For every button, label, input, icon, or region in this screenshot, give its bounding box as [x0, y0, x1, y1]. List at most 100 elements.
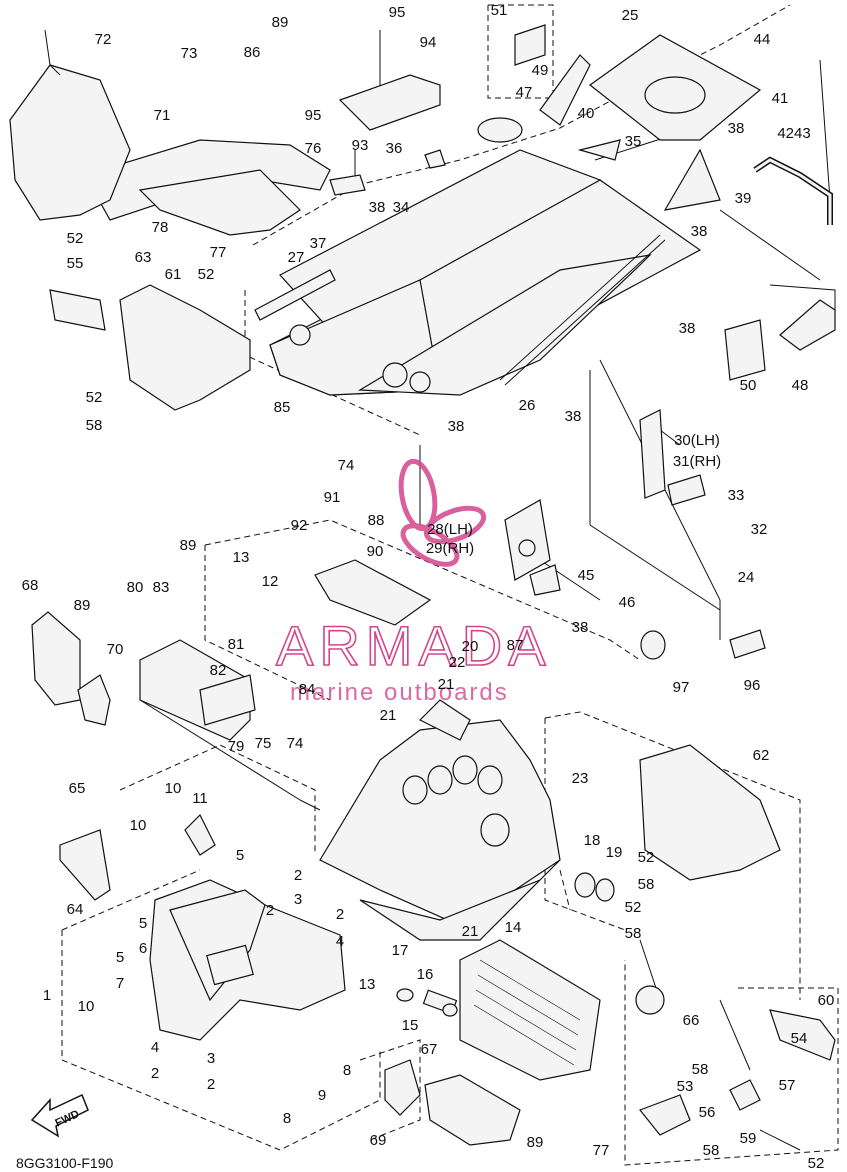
radiator-14: [459, 939, 601, 1081]
callout-87: 87: [507, 637, 524, 654]
callout-13b: 13: [359, 976, 376, 993]
callout-93: 93: [352, 137, 369, 154]
callout-52c: 52: [86, 389, 103, 406]
callout-23: 23: [572, 770, 589, 787]
callout-51: 51: [491, 2, 508, 19]
callout-5b: 5: [139, 915, 147, 932]
panel-90: [314, 559, 432, 626]
callout-89c: 89: [180, 537, 197, 554]
callout-52d: 52: [638, 849, 655, 866]
callout-58a: 58: [86, 417, 103, 434]
callout-68: 68: [22, 577, 39, 594]
callout-82: 82: [210, 662, 227, 679]
callout-74b: 74: [287, 735, 304, 752]
callout-55: 55: [67, 255, 84, 272]
callout-80: 80: [127, 579, 144, 596]
fwd-arrow: FWD: [30, 1093, 89, 1138]
upper-tunnel-frame: [269, 149, 702, 396]
callout-72: 72: [95, 31, 112, 48]
callout-45: 45: [578, 567, 595, 584]
callout-2e: 2: [207, 1076, 215, 1093]
side-panel-72: [9, 29, 131, 221]
callout-76: 76: [305, 140, 322, 157]
callout-75: 75: [255, 735, 272, 752]
callout-38f: 38: [448, 418, 465, 435]
callout-28: 28(LH): [427, 521, 473, 538]
callout-89d: 89: [527, 1134, 544, 1151]
callout-90: 90: [367, 543, 384, 560]
callout-44: 44: [754, 31, 771, 48]
callout-18: 18: [584, 832, 601, 849]
callout-95a: 95: [389, 4, 406, 21]
callout-34: 34: [393, 199, 410, 216]
callout-89b: 89: [74, 597, 91, 614]
callout-69: 69: [370, 1132, 387, 1149]
callout-5c: 5: [116, 949, 124, 966]
callout-58d: 58: [692, 1061, 709, 1078]
callout-10c: 10: [78, 998, 95, 1015]
callout-38g: 38: [572, 619, 589, 636]
callout-6: 6: [139, 940, 147, 957]
callout-4a: 4: [336, 933, 344, 950]
callout-86: 86: [244, 44, 261, 61]
callout-65: 65: [69, 780, 86, 797]
callout-7: 7: [116, 975, 124, 992]
callout-14: 14: [505, 919, 522, 936]
callout-5a: 5: [236, 847, 244, 864]
callout-60: 60: [818, 992, 835, 1009]
parts-lower-right: [574, 629, 836, 1136]
callout-78: 78: [152, 219, 169, 236]
bracket-30-31: [639, 409, 706, 506]
callout-11: 11: [192, 790, 208, 807]
callout-46: 46: [619, 594, 636, 611]
spacers-15-16-17: [396, 988, 458, 1017]
part-11: [184, 813, 216, 856]
armada-watermark: ARMADA marine outboards: [275, 458, 546, 706]
callout-47: 47: [516, 84, 533, 101]
callout-49: 49: [532, 62, 549, 79]
parts-67-69: [384, 1059, 521, 1146]
callout-2c: 2: [336, 906, 344, 923]
callout-85: 85: [274, 399, 291, 416]
callout-38c: 38: [691, 223, 708, 240]
callout-88: 88: [368, 512, 385, 529]
callout-66: 66: [683, 1012, 700, 1029]
callout-20: 20: [462, 638, 479, 655]
callout-12: 12: [262, 573, 279, 590]
callout-63: 63: [135, 249, 152, 266]
callout-4b: 4: [151, 1039, 159, 1056]
callout-31: 31(RH): [673, 453, 721, 470]
callout-15: 15: [402, 1017, 419, 1034]
callout-94: 94: [420, 34, 437, 51]
callout-71: 71: [154, 107, 171, 124]
callout-38d: 38: [679, 320, 696, 337]
bracket-28-29: [504, 499, 561, 596]
callout-40: 40: [578, 105, 595, 122]
callout-39: 39: [735, 190, 752, 207]
callout-17: 17: [392, 942, 409, 959]
callout-30: 30(LH): [674, 432, 720, 449]
callout-3a: 3: [294, 891, 302, 908]
parts-68-70-64: [31, 611, 111, 901]
callout-54: 54: [791, 1030, 808, 1047]
callout-52a: 52: [67, 230, 84, 247]
small-brackets-top: [329, 24, 721, 211]
callout-97: 97: [673, 679, 690, 696]
callout-21b: 21: [380, 707, 397, 724]
callout-64: 64: [67, 901, 84, 918]
callout-53: 53: [677, 1078, 694, 1095]
callout-48: 48: [792, 377, 809, 394]
callout-96: 96: [744, 677, 761, 694]
callout-9: 9: [318, 1087, 326, 1104]
callout-52e: 52: [625, 899, 642, 916]
callout-56: 56: [699, 1104, 716, 1121]
callout-8a: 8: [343, 1062, 351, 1079]
callout-89a: 89: [272, 14, 289, 31]
plates-50-48: [724, 284, 836, 381]
callout-10b: 10: [130, 817, 147, 834]
callout-38a: 38: [728, 120, 745, 137]
callout-70: 70: [107, 641, 124, 658]
callout-33: 33: [728, 487, 745, 504]
